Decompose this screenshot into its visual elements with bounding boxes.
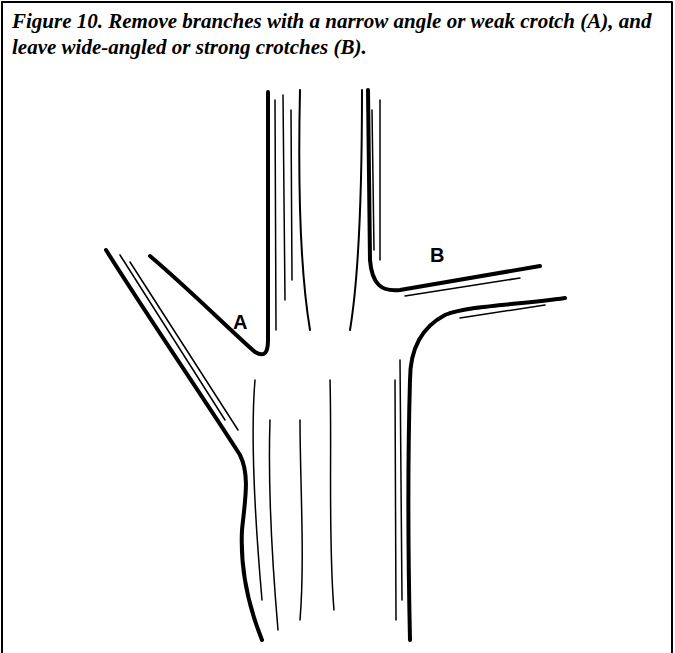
trunk-left-edge	[106, 250, 262, 640]
trunk-right-edge	[409, 298, 566, 640]
narrow-crotch	[150, 92, 268, 354]
figure-caption: Figure 10. Remove branches with a narrow…	[12, 8, 662, 60]
wide-crotch	[368, 90, 540, 290]
crotch-label: A	[233, 311, 247, 333]
crotch-label: B	[430, 244, 444, 266]
